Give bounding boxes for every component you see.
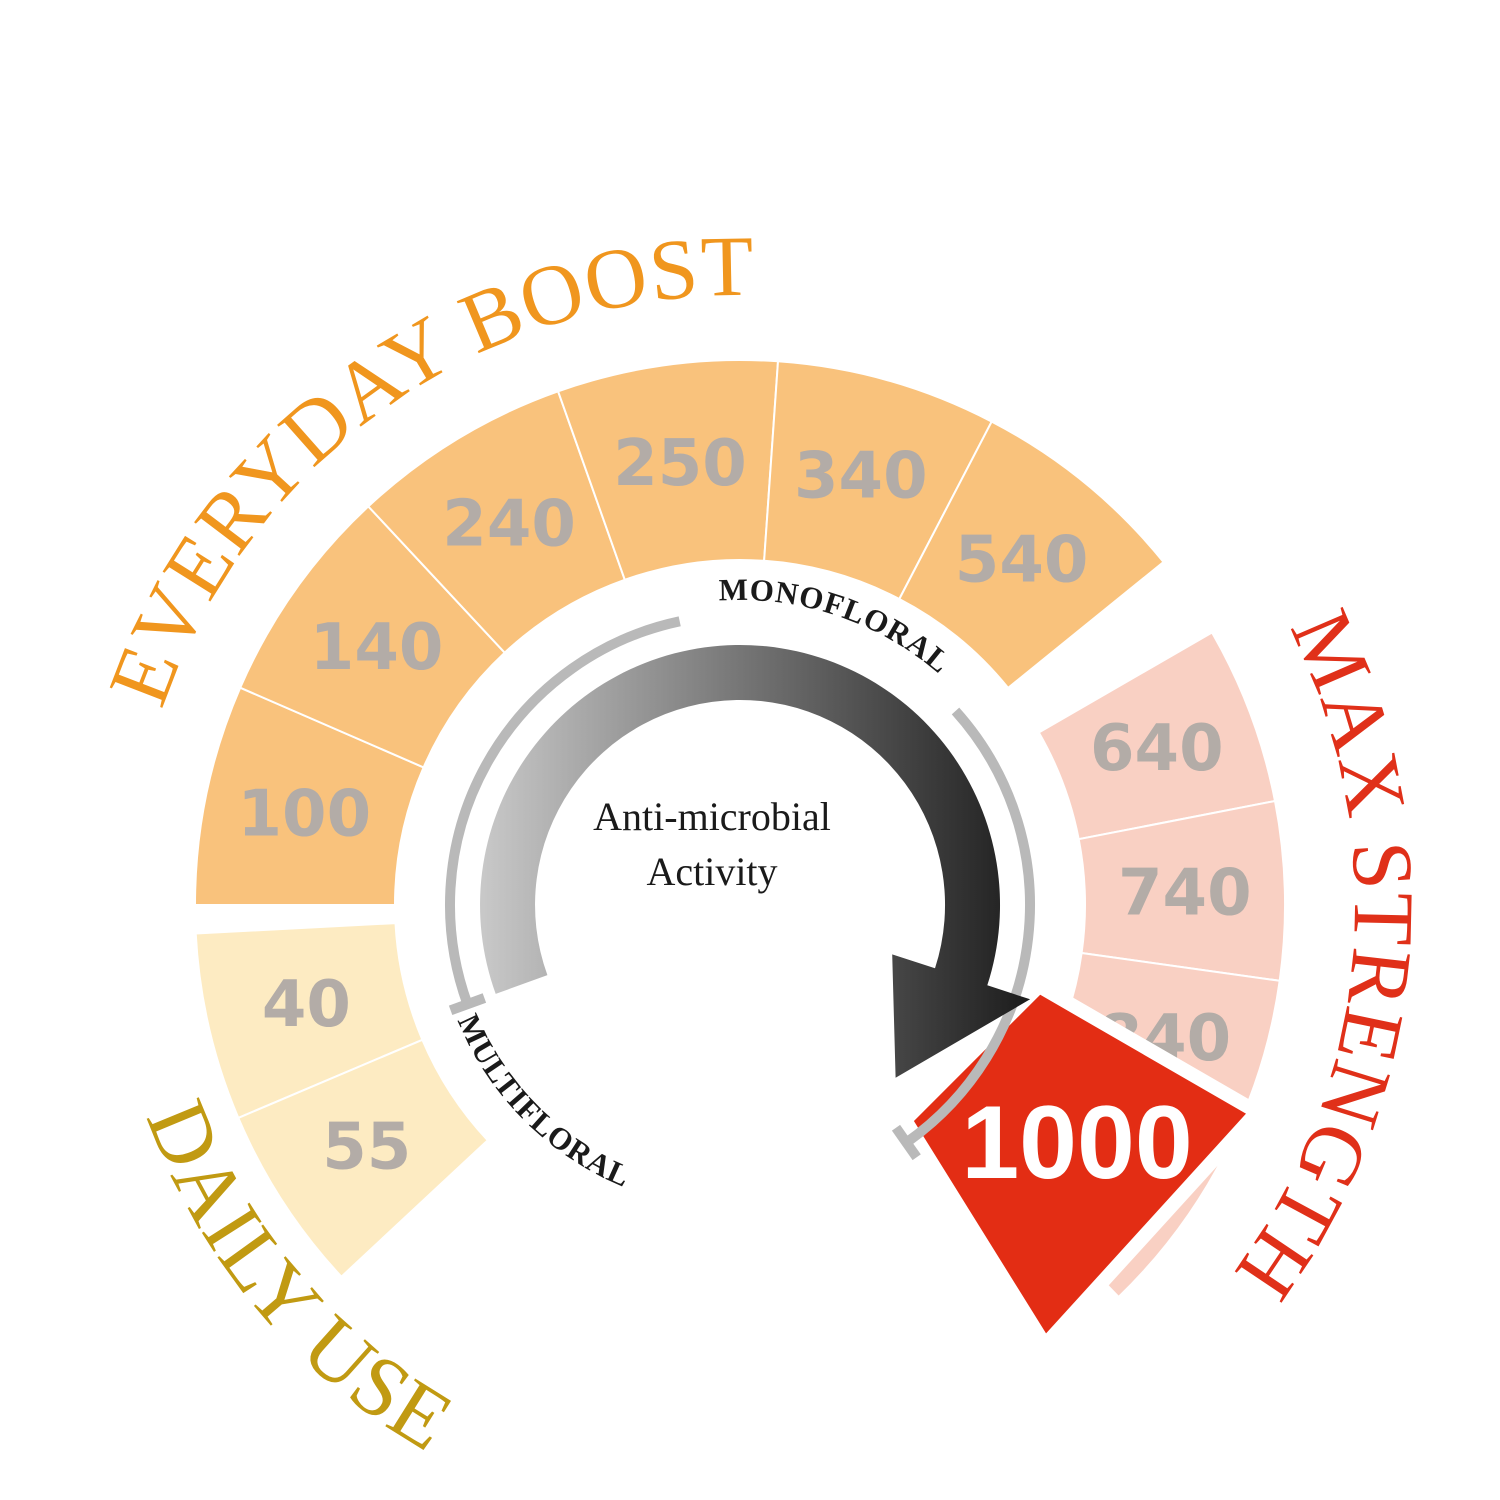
bracket-arc-multifloral [445, 616, 681, 1006]
center-label-line1: Anti-microbial [593, 794, 831, 839]
section-everyday-boost: 100 140 240 250 340 540 [193, 358, 1165, 906]
bracket-arc-monofloral [903, 707, 1035, 1147]
peak-marker: 1000 [896, 977, 1269, 1357]
peak-value: 1000 [961, 1085, 1192, 1201]
segment-value-40: 40 [262, 968, 351, 1042]
bracket-cap-end [891, 1124, 921, 1161]
segment-55 [236, 1038, 490, 1279]
segment-value-240: 240 [442, 488, 576, 562]
segment-value-340: 340 [794, 440, 928, 514]
segment-value-540: 540 [955, 523, 1089, 597]
segment-540 [897, 420, 1165, 690]
center-label-line2: Activity [646, 849, 777, 894]
section-divider [1025, 605, 1217, 735]
section-divider [190, 905, 401, 934]
scale-segments: 4055100140240250340540640740840940 [190, 358, 1286, 1299]
segment-value-640: 640 [1090, 712, 1224, 786]
segment-value-250: 250 [613, 427, 747, 501]
segment-value-140: 140 [310, 611, 444, 685]
segment-value-55: 55 [322, 1110, 411, 1184]
segment-value-740: 740 [1118, 856, 1252, 930]
range-bracket [445, 616, 1035, 1161]
range-label-multifloral: MULTIFLORAL [451, 1009, 636, 1194]
segment-value-100: 100 [238, 777, 372, 851]
peak-badge [896, 977, 1269, 1357]
bracket-cap-start [448, 993, 487, 1015]
section-daily-use: 40 55 [194, 922, 490, 1279]
increase-arrow-icon [480, 644, 1031, 1078]
